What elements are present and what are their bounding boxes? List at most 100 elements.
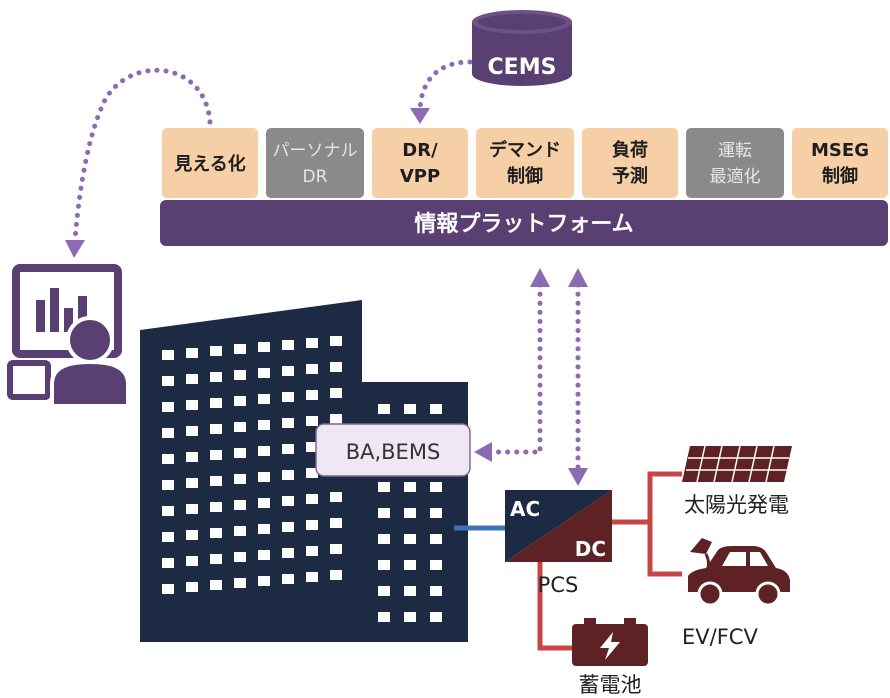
building-window (258, 498, 270, 508)
building-window (210, 528, 222, 538)
building-window (210, 580, 222, 590)
database-icon (472, 10, 572, 86)
service-label: VPP (400, 166, 440, 187)
service-label: 予測 (612, 165, 648, 187)
building-window (234, 422, 246, 432)
service-label: DR/ (402, 140, 438, 161)
solar-panel-icon (682, 445, 792, 483)
building-window (234, 396, 246, 406)
building-window (210, 476, 222, 486)
battery-icon (572, 618, 648, 666)
building-window (234, 500, 246, 510)
building-window (162, 480, 174, 490)
building-window (234, 578, 246, 588)
building-window (378, 612, 390, 622)
building-window (210, 424, 222, 434)
pcs-ac-label: AC (510, 497, 540, 521)
building-window (234, 370, 246, 380)
visualize-to-monitor-connector (65, 67, 213, 258)
building-window (234, 552, 246, 562)
building-window (404, 482, 416, 492)
service-label: 運転 (718, 141, 752, 161)
building-window (162, 532, 174, 542)
building-window (404, 508, 416, 518)
building-window (282, 548, 294, 558)
building-window (306, 390, 318, 400)
bems-box: BA,BEMS (315, 423, 471, 477)
building-window (378, 534, 390, 544)
building-window (186, 374, 198, 384)
cems-database: CEMS (472, 10, 572, 86)
building-window (306, 338, 318, 348)
building-window (378, 508, 390, 518)
building-window (162, 558, 174, 568)
platform-label: 情報プラットフォーム (414, 211, 633, 237)
service-label: MSEG (811, 140, 869, 161)
building-window (404, 560, 416, 570)
building-window (234, 474, 246, 484)
service-label: 見える化 (173, 153, 245, 175)
building-window (404, 534, 416, 544)
building-window (330, 492, 342, 502)
service-label: 最適化 (710, 167, 761, 187)
building-window (162, 506, 174, 516)
service-box: パーソナル DR (266, 128, 364, 198)
platform-to-bems-connector (474, 268, 550, 462)
building-window (258, 394, 270, 404)
building-window (162, 428, 174, 438)
user-monitor-dashboard-icon (7, 264, 130, 408)
building-window (234, 526, 246, 536)
building-window (186, 400, 198, 410)
service-label: 制御 (507, 165, 543, 187)
building-window (404, 612, 416, 622)
building-window (186, 478, 198, 488)
building-window (186, 452, 198, 462)
building-window (186, 426, 198, 436)
building-window (330, 388, 342, 398)
pcs-dc-label: DC (575, 537, 606, 561)
building-window (306, 572, 318, 582)
building-window (430, 482, 442, 492)
building-window (282, 470, 294, 480)
building-window (186, 556, 198, 566)
building-window (258, 368, 270, 378)
service-label: パーソナル (273, 141, 358, 161)
building-window (162, 584, 174, 594)
building-window (162, 454, 174, 464)
pcs-converter: AC DC (505, 490, 612, 562)
building-window (306, 520, 318, 530)
cems-to-dr-connector (410, 59, 473, 124)
building-window (330, 518, 342, 528)
building-window (306, 416, 318, 426)
dc-power-lines (537, 471, 682, 651)
building-window (258, 420, 270, 430)
building-window (162, 402, 174, 412)
building-window (210, 554, 222, 564)
building-window (210, 398, 222, 408)
building-window (430, 560, 442, 570)
building-window (282, 418, 294, 428)
building-window (378, 404, 390, 414)
building-window (162, 350, 174, 360)
building-window (378, 586, 390, 596)
service-label: DR (303, 167, 328, 187)
building-window (282, 574, 294, 584)
building-window (306, 546, 318, 556)
solar-label: 太陽光発電 (684, 493, 789, 517)
building-window (258, 446, 270, 456)
building-window (282, 522, 294, 532)
building-window (330, 544, 342, 554)
cems-label: CEMS (488, 55, 557, 80)
building-window (258, 342, 270, 352)
information-platform: 情報プラットフォーム (160, 200, 888, 246)
service-label: 負荷 (612, 139, 648, 161)
building-window (330, 570, 342, 580)
building-window (210, 372, 222, 382)
building-window (186, 582, 198, 592)
building-window (306, 364, 318, 374)
